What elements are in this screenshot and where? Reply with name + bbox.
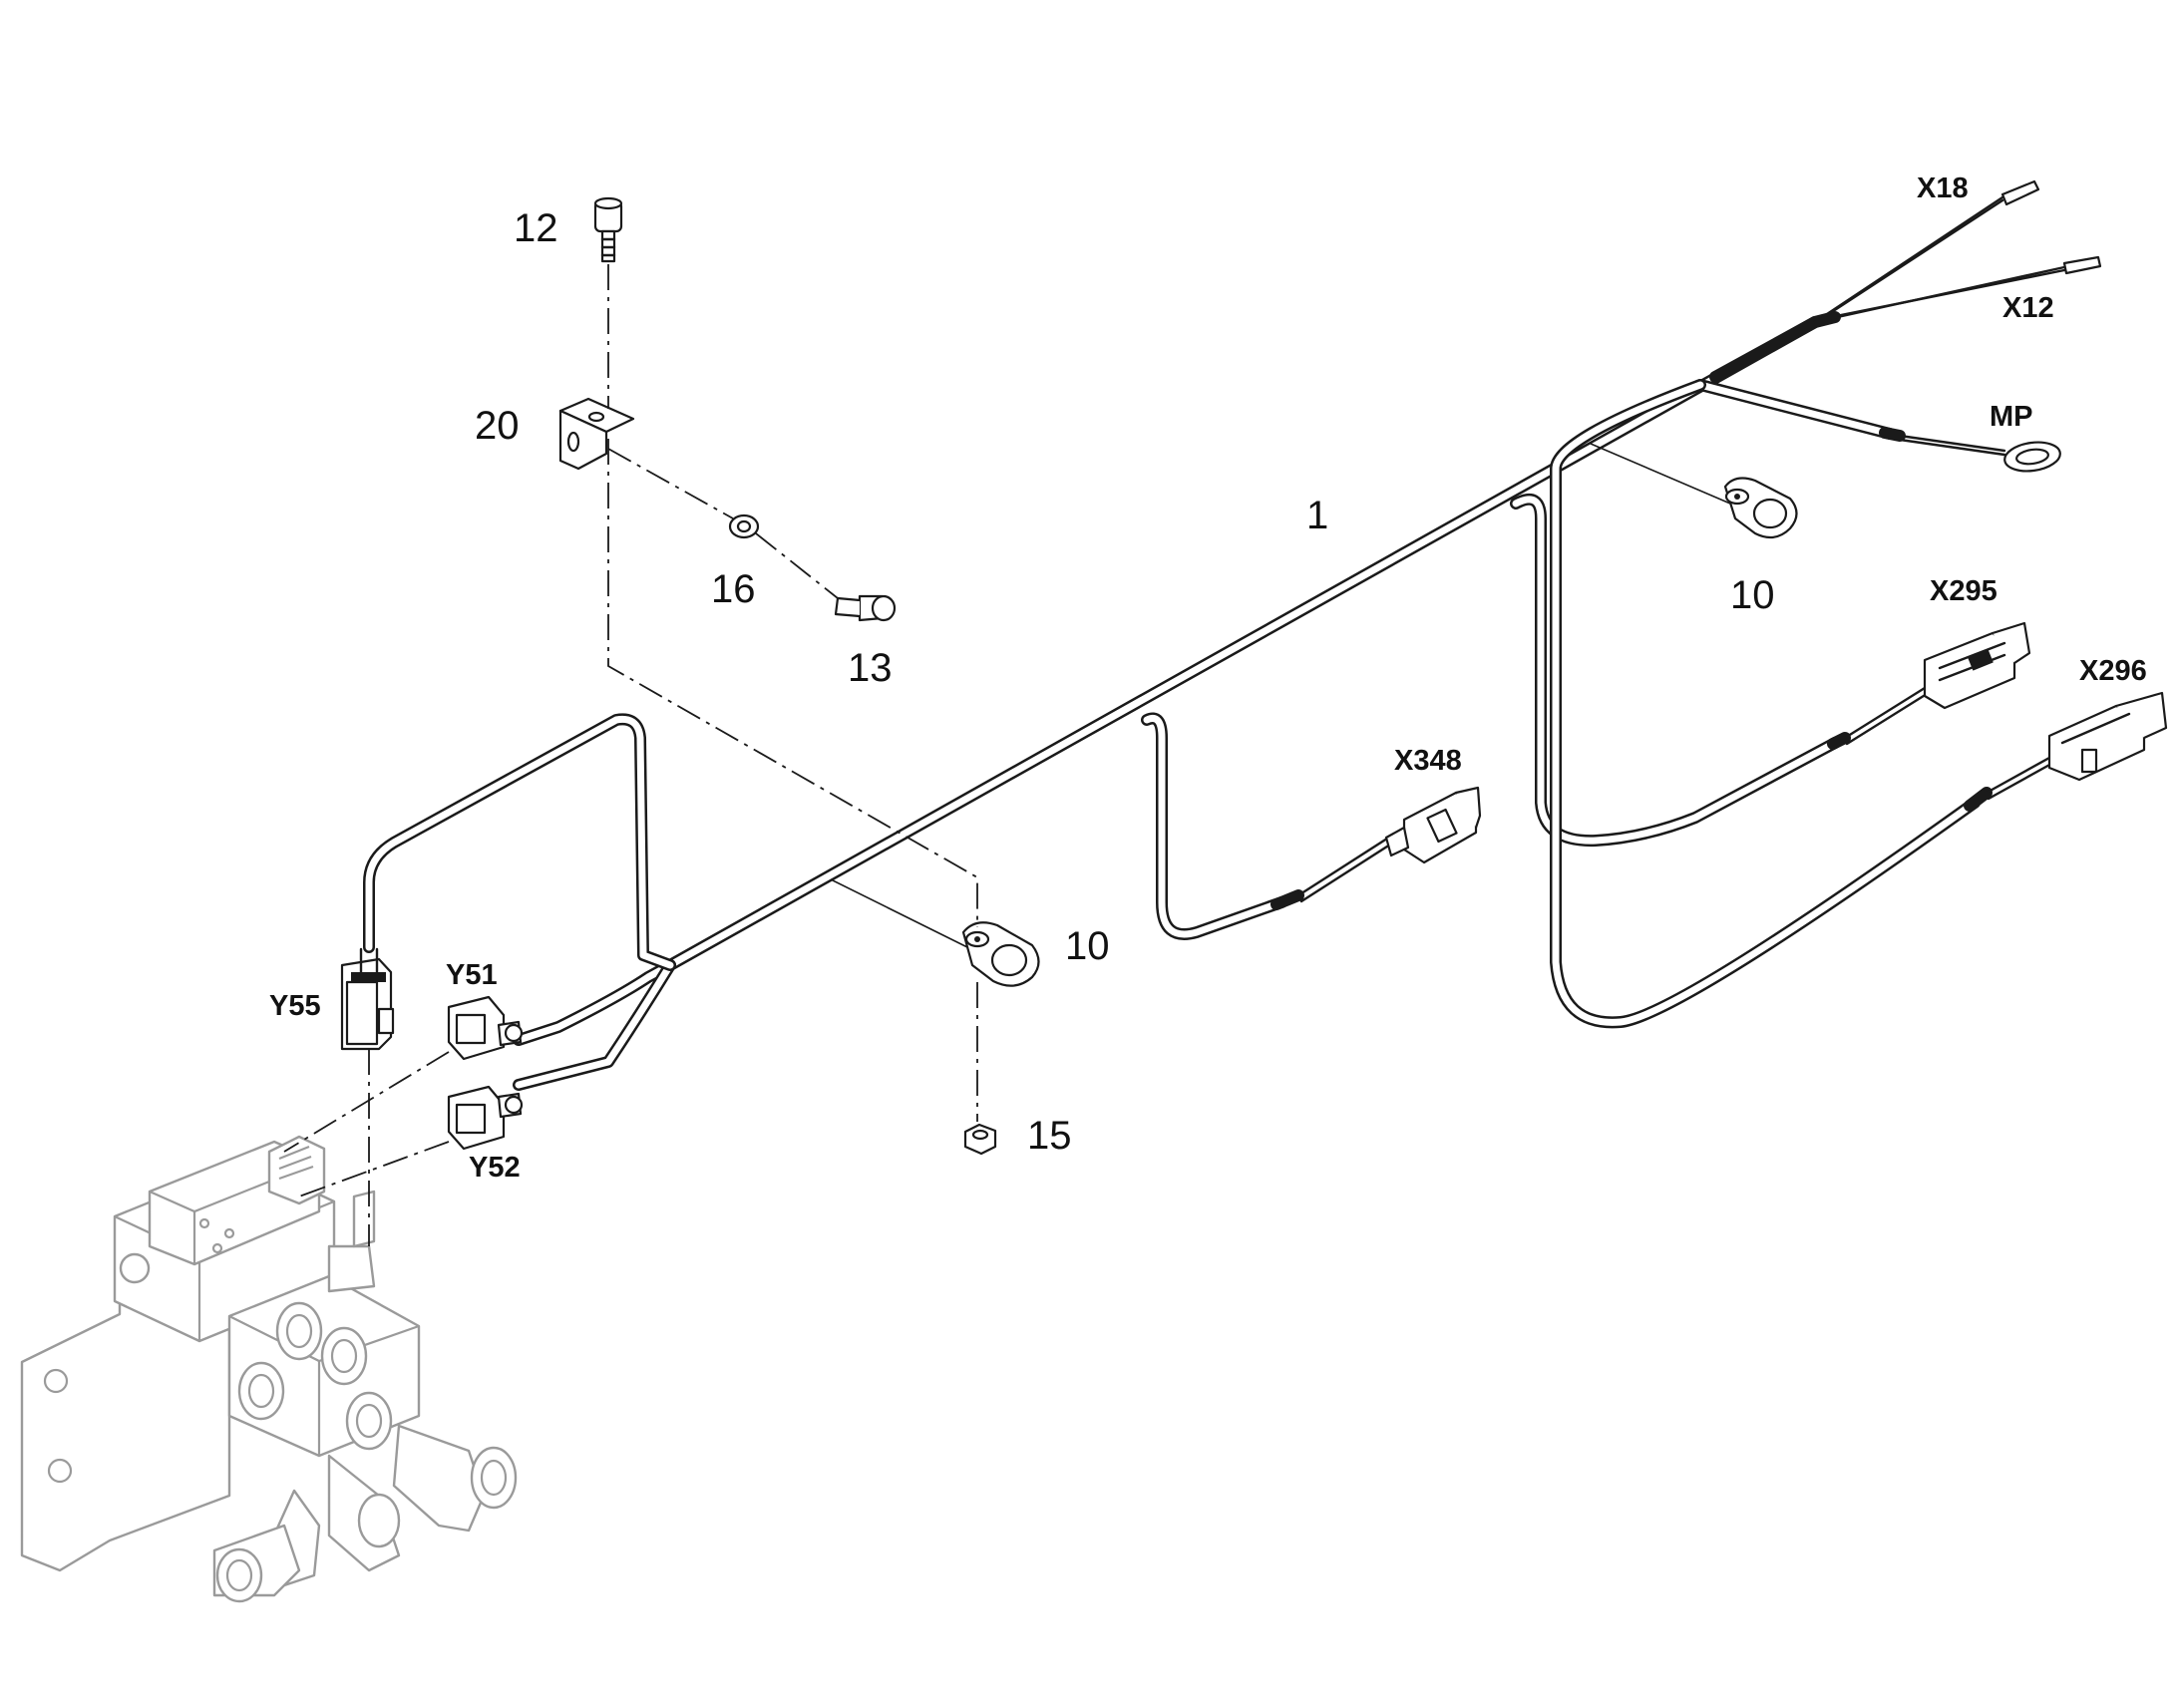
connector-y55	[340, 947, 395, 1051]
bolt-item-13	[834, 594, 897, 622]
label-y55: Y55	[269, 990, 321, 1022]
label-x348: X348	[1394, 745, 1462, 777]
callout-10-upper: 10	[1730, 573, 1775, 617]
leader-lines	[830, 443, 1731, 948]
angle-bracket	[558, 397, 635, 471]
mp-ring-terminal	[2003, 441, 2061, 473]
label-mp: MP	[1990, 401, 2033, 433]
callout-20: 20	[475, 404, 520, 448]
callout-10-lower: 10	[1065, 924, 1110, 968]
label-x295: X295	[1930, 575, 1998, 607]
assembly-lines	[283, 264, 978, 1246]
connector-x295	[1923, 621, 2031, 710]
callout-13: 13	[848, 646, 893, 690]
connector-x296	[2047, 691, 2168, 782]
callout-16: 16	[711, 567, 756, 611]
label-y51: Y51	[446, 959, 498, 991]
nut-item-15	[963, 1123, 997, 1156]
p-clip-upper	[1723, 477, 1798, 539]
callout-1: 1	[1306, 494, 1328, 537]
p-clip-lower	[961, 921, 1040, 987]
screw-item-12	[593, 196, 623, 263]
callout-12: 12	[514, 206, 558, 250]
connector-x348	[1384, 786, 1482, 864]
label-x296: X296	[2079, 655, 2147, 687]
label-x18: X18	[1917, 172, 1969, 204]
washer-item-16	[728, 513, 760, 539]
valve-block-assembly	[20, 1135, 518, 1603]
label-x12: X12	[2002, 292, 2054, 324]
connector-y52	[447, 1085, 524, 1151]
main-harness	[363, 179, 2102, 1091]
connector-y51	[447, 995, 524, 1061]
callout-15: 15	[1027, 1114, 1072, 1158]
label-y52: Y52	[469, 1152, 521, 1184]
